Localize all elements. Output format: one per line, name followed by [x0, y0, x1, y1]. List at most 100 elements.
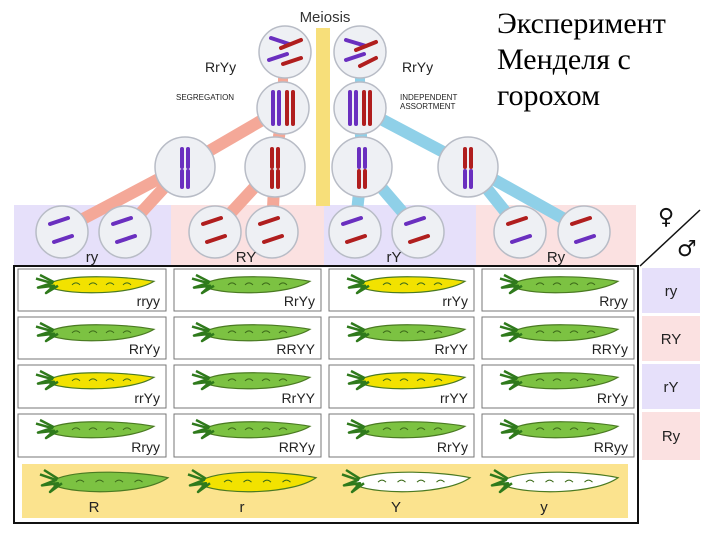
genotype-label: RRYY [276, 341, 315, 357]
genotype-label: rrYy [134, 390, 160, 406]
pea-pod [499, 273, 620, 295]
pea-pod [35, 418, 156, 440]
male-gamete-panel-1 [642, 268, 700, 313]
pea-pod [191, 369, 312, 391]
parent-genotype-left: RrYy [205, 59, 236, 75]
punnett-cell: RrYY [173, 364, 322, 409]
legend-item: r [187, 468, 318, 516]
slide-title-line-2: Менделя с [497, 43, 631, 76]
gamete-label-4: Ry [547, 249, 566, 266]
male-gamete-label-3: rY [664, 379, 679, 396]
cell-13 [328, 205, 382, 259]
legend-pod [489, 468, 620, 494]
punnett-cell: RrYy [17, 316, 167, 360]
pea-pod [191, 418, 312, 440]
punnett-cell: rrYy [17, 364, 167, 409]
punnett-cell: rrYy [328, 268, 475, 312]
cell-8 [437, 136, 499, 198]
cell-12 [245, 205, 299, 259]
genotype-label: RrYy [284, 293, 315, 309]
legend-item: Y [341, 468, 472, 516]
pea-pod [191, 273, 312, 295]
meiosis-cells [35, 25, 611, 259]
sex-divider-line [639, 209, 701, 267]
punnett-cell: RrYy [481, 364, 635, 409]
genotype-label: RRyy [594, 439, 628, 455]
gamete-label-2: RY [236, 249, 257, 266]
slide-title: Эксперимент Менделя с горохом [497, 6, 717, 114]
legend-pod [39, 468, 170, 494]
pea-pod [35, 369, 156, 391]
slide-title-line-1: Эксперимент [497, 7, 666, 40]
gamete-label-1: ry [86, 249, 99, 266]
punnett-cell: rrYY [328, 364, 475, 409]
male-gamete-label-1: ry [665, 283, 678, 300]
genotype-label: Rryy [599, 293, 628, 309]
pea-pod [346, 418, 467, 440]
male-gamete-panel-3 [642, 364, 700, 409]
cell-4 [333, 81, 387, 135]
segregation-label: SEGREGATION [176, 93, 234, 102]
male-gamete-label-2: RY [661, 331, 682, 348]
punnett-cell: RRYy [173, 413, 322, 458]
slide-title-line-3: горохом [497, 79, 601, 112]
gamete-label-3: rY [387, 249, 402, 266]
female-symbol: ♀ [658, 205, 674, 230]
cell-1 [258, 25, 312, 79]
pea-pod [499, 418, 620, 440]
genotype-label: RrYy [437, 439, 468, 455]
legend-label: R [89, 499, 100, 516]
meiosis-connection-lines [56, 28, 590, 236]
cell-11 [188, 205, 242, 259]
meiosis-label: Meiosis [300, 9, 351, 26]
punnett-cell: rryy [17, 268, 167, 312]
pea-pod [191, 321, 312, 343]
legend-label: y [540, 499, 548, 516]
pea-pod [35, 273, 156, 295]
legend-item: R [39, 468, 170, 516]
independent-assortment-line-2: ASSORTMENT [400, 102, 456, 111]
legend-pod [187, 468, 318, 494]
genotype-label: rrYy [442, 293, 468, 309]
cell-16 [557, 205, 611, 259]
cell-3 [256, 81, 310, 135]
parent-genotype-right: RrYy [402, 59, 433, 75]
genotype-label: RRYy [592, 341, 628, 357]
punnett-cell: RrYy [328, 413, 475, 458]
punnett-cell: RRYY [173, 316, 322, 360]
center-yellow-line [316, 28, 330, 206]
legend-label: Y [391, 499, 401, 516]
genotype-label: RrYY [435, 341, 469, 357]
legend-label: r [240, 499, 245, 516]
male-gamete-panel-4 [642, 412, 700, 460]
male-gamete-panel-2 [642, 316, 700, 361]
cell-7 [331, 136, 393, 198]
pea-pod [346, 273, 467, 295]
genotype-label: RrYy [129, 341, 160, 357]
cell-14 [391, 205, 445, 259]
cell-5 [154, 136, 216, 198]
pea-pod [499, 321, 620, 343]
genotype-label: RrYy [597, 390, 628, 406]
punnett-cell: Rryy [481, 268, 635, 312]
legend-item: y [489, 468, 620, 516]
punnett-cell: Rryy [17, 413, 167, 458]
pea-pod [35, 321, 156, 343]
punnett-cell: RrYY [328, 316, 475, 360]
genotype-label: rryy [137, 293, 160, 309]
punnett-cell: RrYy [173, 268, 322, 312]
genotype-label: rrYY [440, 390, 469, 406]
pea-pod [346, 321, 467, 343]
male-gamete-label-4: Ry [662, 428, 681, 445]
genotype-label: RRYy [279, 439, 315, 455]
punnett-cell: RRyy [481, 413, 635, 458]
male-symbol: ♂ [677, 237, 697, 262]
punnett-frame [13, 265, 639, 524]
cell-15 [493, 205, 547, 259]
cell-6 [244, 136, 306, 198]
legend-pod [341, 468, 472, 494]
pea-pod [499, 369, 620, 391]
genotype-label: RrYY [282, 390, 316, 406]
